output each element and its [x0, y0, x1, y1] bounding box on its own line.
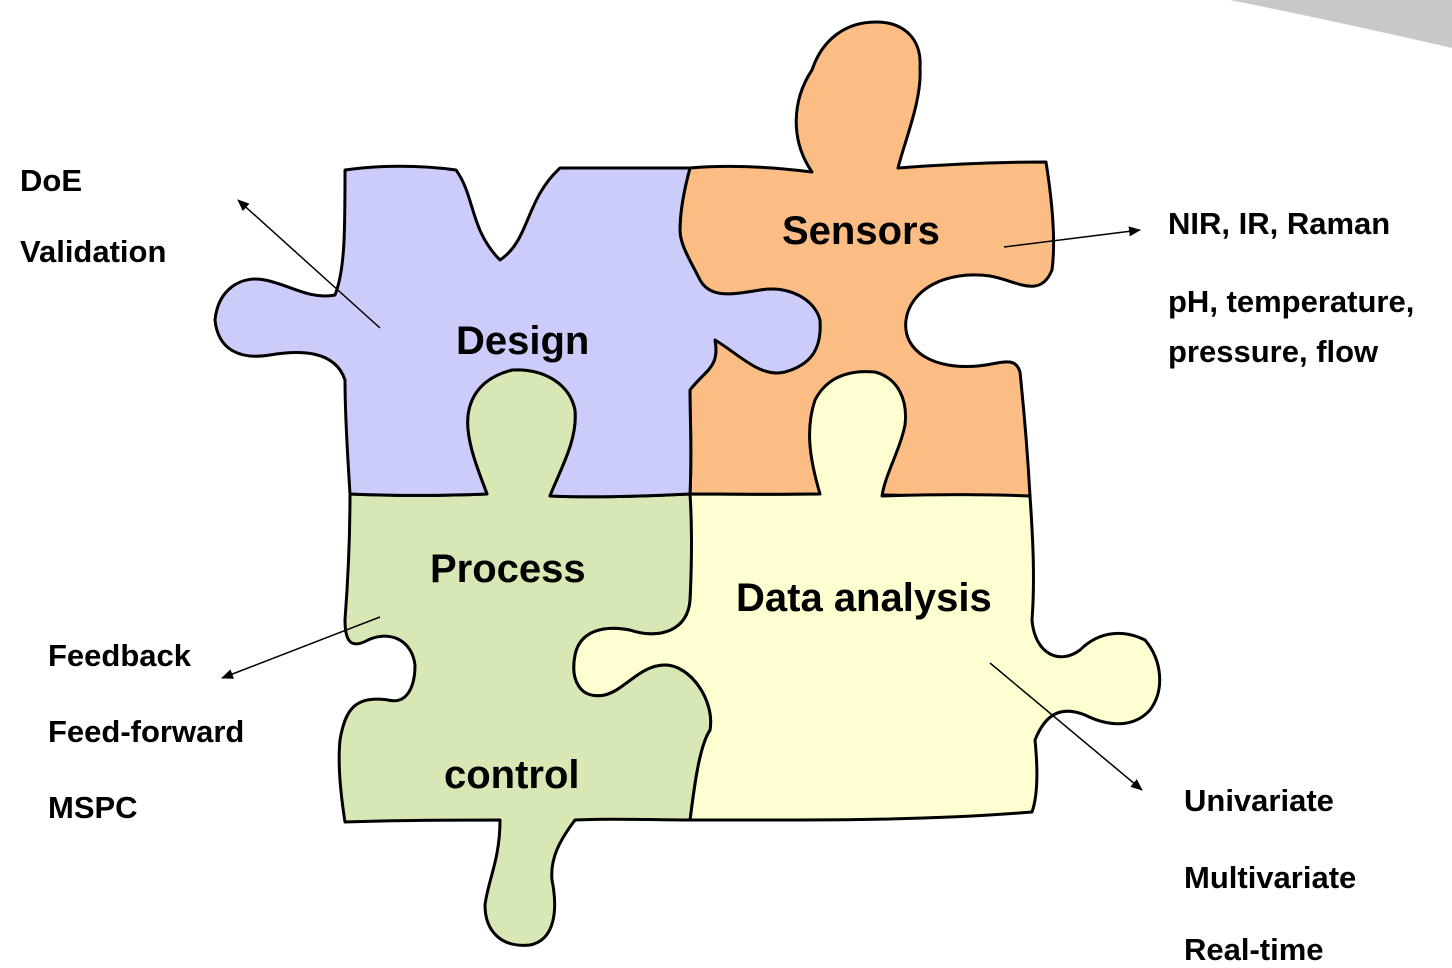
design-note-1: DoE [20, 163, 82, 198]
sensors-note-2: pH, temperature, [1168, 284, 1414, 319]
process-note-1: Feedback [48, 638, 192, 673]
process-label: Process [430, 547, 586, 591]
data-analysis-note-2: Multivariate [1184, 860, 1356, 895]
design-piece [213, 164, 822, 499]
data-analysis-label: Data analysis [736, 576, 992, 620]
corner-decoration [1230, 0, 1452, 48]
sensors-arrow [1003, 226, 1141, 248]
design-arrow [237, 199, 381, 329]
control-label: control [444, 753, 580, 797]
data-analysis-arrow [989, 662, 1143, 791]
design-note-2: Validation [20, 234, 166, 269]
data-analysis-note-3: Real-time [1184, 932, 1324, 967]
process-note-3: MSPC [48, 790, 138, 825]
design-label: Design [456, 319, 589, 363]
sensors-label: Sensors [782, 209, 940, 253]
process-note-2: Feed-forward [48, 714, 244, 749]
data-analysis-note-1: Univariate [1184, 783, 1334, 818]
process-arrow [221, 616, 381, 679]
sensors-note-1: NIR, IR, Raman [1168, 206, 1390, 241]
sensors-note-3: pressure, flow [1168, 334, 1379, 369]
